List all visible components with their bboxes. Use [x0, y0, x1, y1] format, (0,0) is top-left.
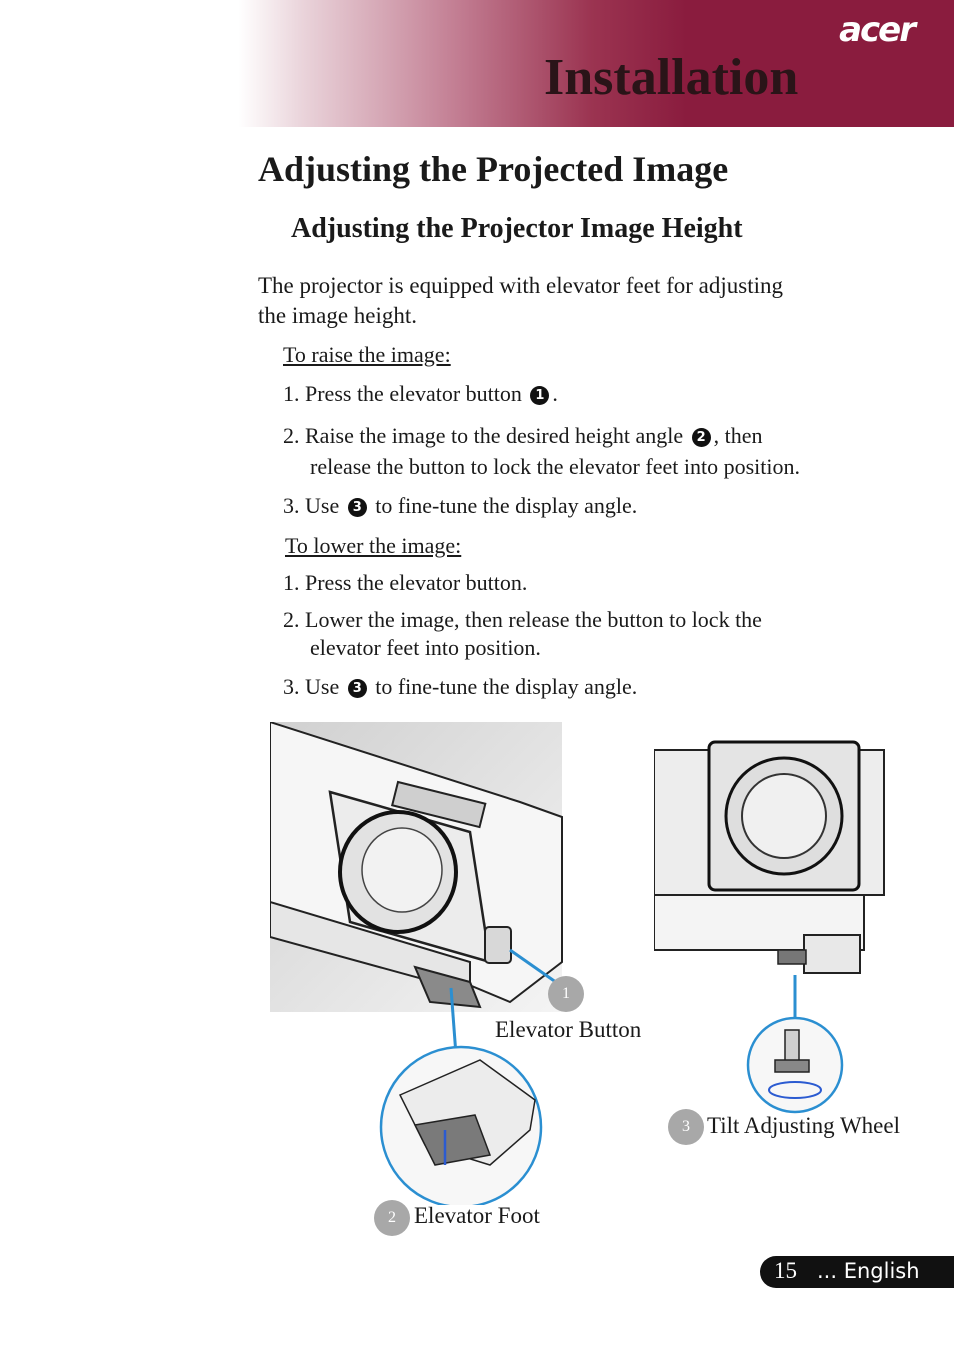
callout-line-elevator-foot	[449, 987, 458, 1056]
lower-step-3: 3. Use 3 to fine-tune the display angle.	[283, 671, 637, 702]
section-title: Adjusting the Projected Image	[258, 149, 729, 189]
intro-line-2: the image height.	[258, 303, 418, 328]
raise-step-1-after: .	[552, 381, 558, 406]
marker-3-icon: 3	[347, 498, 367, 517]
raise-step-3: 3. Use 3 to fine-tune the display angle.	[283, 490, 637, 521]
marker-1-icon: 1	[530, 386, 550, 405]
lower-step-3-after: to fine-tune the display angle.	[375, 674, 638, 699]
raise-step-1-text: 1. Press the elevator button	[283, 381, 522, 406]
footer-language: ... English	[817, 1259, 920, 1283]
raise-step-3-after: to fine-tune the display angle.	[375, 493, 638, 518]
badge-2: 2	[374, 1200, 410, 1236]
page-number: 15	[774, 1258, 797, 1283]
lower-step-2-line-2: elevator feet into position.	[310, 635, 541, 660]
caption-elevator-foot: Elevator Foot	[414, 1203, 540, 1228]
raise-heading: To raise the image:	[283, 342, 451, 367]
lower-step-2-line-1: 2. Lower the image, then release the but…	[283, 607, 762, 632]
intro-line-1: The projector is equipped with elevator …	[258, 273, 783, 298]
header-banner: acer Installation	[0, 0, 954, 127]
caption-elevator-button: Elevator Button	[495, 1017, 642, 1042]
lower-step-1: 1. Press the elevator button.	[283, 570, 528, 595]
raise-step-2-line-2: release the button to lock the elevator …	[310, 454, 800, 479]
page-footer: 15 ... English	[760, 1256, 954, 1288]
callout-line-elevator-button	[509, 948, 561, 987]
badge-3: 3	[668, 1109, 704, 1145]
projector-side-illustration	[654, 740, 885, 974]
callout-overlay	[379, 948, 844, 1205]
subsection-title: Adjusting the Projector Image Height	[291, 213, 743, 244]
lower-heading: To lower the image:	[285, 533, 462, 558]
raise-step-2: 2. Raise the image to the desired height…	[283, 420, 763, 451]
lower-step-3-before: 3. Use	[283, 674, 340, 699]
caption-tilt-adjusting-wheel: Tilt Adjusting Wheel	[707, 1113, 900, 1138]
raise-step-1: 1. Press the elevator button 1.	[283, 378, 558, 409]
page-title: Installation	[544, 49, 799, 106]
raise-step-3-before: 3. Use	[283, 493, 340, 518]
acer-logo: acer	[839, 10, 916, 50]
badge-1: 1	[548, 976, 584, 1012]
raise-step-2-text: 2. Raise the image to the desired height…	[283, 423, 684, 448]
projector-front-illustration	[270, 722, 563, 1012]
marker-3-icon: 3	[347, 679, 367, 698]
marker-2-icon: 2	[691, 428, 711, 447]
raise-step-2-after: , then	[713, 423, 763, 448]
